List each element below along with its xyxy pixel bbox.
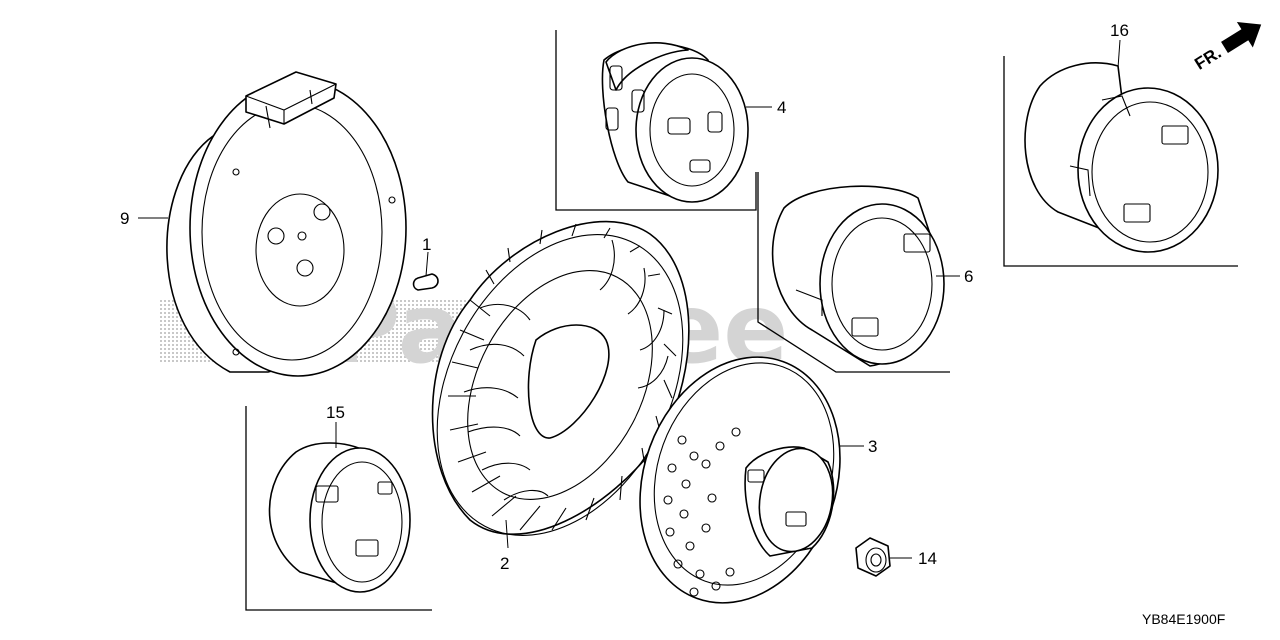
callout-2: 2 (500, 554, 509, 573)
callout-1: 1 (422, 235, 431, 254)
callout-16: 16 (1110, 21, 1129, 40)
callout-15: 15 (326, 403, 345, 422)
front-direction-label: FR. (1191, 43, 1224, 74)
box-16 (1003, 56, 1238, 267)
leader-lines (138, 39, 1121, 559)
callout-9: 9 (120, 209, 129, 228)
box-4 (555, 30, 757, 211)
callout-6: 6 (964, 267, 973, 286)
part-16-cup (1024, 62, 1219, 253)
part-3-starter-pulley (639, 356, 841, 604)
callout-4: 4 (777, 98, 786, 117)
front-direction-badge: FR. (1191, 21, 1262, 74)
part-2-cooling-fan (431, 220, 690, 536)
box-6 (757, 172, 950, 373)
part-6-ring (771, 185, 945, 367)
pulley-holes (663, 427, 741, 597)
arrow-right-icon (1221, 21, 1262, 53)
callout-3: 3 (868, 437, 877, 456)
box-15 (245, 406, 432, 611)
part-15-cup (268, 442, 411, 593)
part-14-flange-nut (855, 537, 891, 577)
part-1-key (412, 273, 439, 291)
part-9-starter-housing (166, 71, 407, 377)
diagram-code: YB84E1900F (1142, 611, 1225, 627)
callout-14: 14 (918, 549, 937, 568)
part-4-bushing (601, 42, 749, 203)
part-box-frames (245, 30, 1238, 611)
